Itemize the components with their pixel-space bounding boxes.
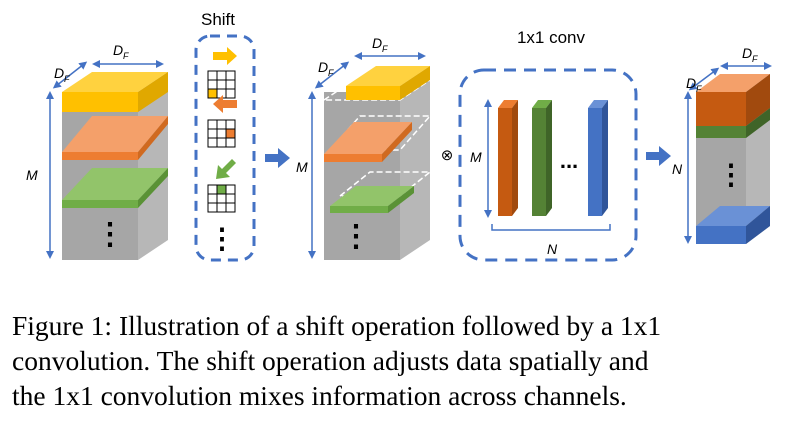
shifted-green-side bbox=[388, 186, 414, 213]
green-slab-side bbox=[138, 168, 168, 208]
shifted-yellow-front bbox=[346, 86, 400, 100]
input-dots: ⋮ bbox=[95, 218, 125, 251]
svg-text:F: F bbox=[696, 84, 702, 94]
input-top-label: D F bbox=[113, 42, 129, 61]
output-blue-top bbox=[696, 206, 770, 226]
output-blue-front bbox=[696, 226, 746, 244]
shifted-orange-front bbox=[324, 154, 382, 162]
output-green-side bbox=[746, 108, 770, 138]
caption-line-2: convolution. The shift operation adjusts… bbox=[12, 345, 649, 376]
filter-2-side bbox=[546, 100, 552, 216]
right-arrow-icon bbox=[213, 47, 237, 65]
input-depth-label: M bbox=[26, 167, 38, 183]
output-top-label: D F bbox=[742, 45, 758, 64]
shifted-yellow-top bbox=[346, 66, 430, 86]
flow-arrow-1 bbox=[265, 148, 290, 168]
svg-text:D: D bbox=[372, 35, 382, 51]
orange-slab-front bbox=[62, 152, 138, 160]
yellow-slab-side bbox=[138, 72, 168, 112]
shifted-side-label: D F bbox=[318, 59, 334, 78]
svg-text:F: F bbox=[123, 51, 129, 61]
svg-text:F: F bbox=[64, 74, 70, 84]
conv-count-label: N bbox=[547, 241, 558, 257]
filter-1-side bbox=[512, 100, 518, 216]
output-dots: ⋮ bbox=[717, 159, 745, 190]
input-side-arrow bbox=[52, 61, 88, 89]
input-side-label: D F bbox=[54, 65, 70, 84]
shift-grid-3 bbox=[207, 184, 236, 213]
green-slab-front bbox=[62, 200, 138, 208]
output-depth-label: N bbox=[672, 161, 683, 177]
left-arrow-icon bbox=[213, 95, 237, 113]
shift-title: Shift bbox=[201, 10, 235, 29]
svg-text:F: F bbox=[328, 68, 334, 78]
shifted-yellow-side bbox=[400, 66, 430, 100]
svg-text:D: D bbox=[742, 45, 752, 61]
output-tensor: ⋮ N D F D F bbox=[672, 45, 772, 244]
otimes-symbol: ⊗ bbox=[441, 147, 454, 164]
conv-title: 1x1 conv bbox=[517, 28, 586, 47]
shifted-depth-label: M bbox=[296, 159, 308, 175]
caption-line-3: the 1x1 convolution mixes information ac… bbox=[12, 380, 627, 411]
svg-text:D: D bbox=[113, 42, 123, 58]
figure-caption: Figure 1: Illustration of a shift operat… bbox=[12, 308, 792, 413]
output-orange-front bbox=[696, 92, 746, 126]
shift-grid-2 bbox=[207, 119, 236, 148]
output-green-front bbox=[696, 126, 746, 138]
filter-2-top bbox=[532, 100, 552, 108]
shift-dots: ⋮ bbox=[208, 223, 236, 254]
shifted-orange-top bbox=[324, 122, 412, 154]
conv-count-bracket bbox=[491, 224, 611, 231]
filter-1-top bbox=[498, 100, 518, 108]
shifted-green-top bbox=[330, 186, 414, 206]
svg-text:F: F bbox=[752, 54, 758, 64]
svg-text:F: F bbox=[382, 44, 388, 54]
input-tensor: ⋮ M D F D F bbox=[26, 42, 168, 260]
conv-dashed-box bbox=[458, 68, 638, 262]
orange-slab-side bbox=[138, 116, 168, 160]
orange-slab-top bbox=[62, 116, 168, 152]
conv-height-label: M bbox=[470, 149, 482, 165]
filter-n-top bbox=[588, 100, 608, 108]
shift-grid-1 bbox=[207, 70, 236, 99]
flow-arrow-2 bbox=[646, 146, 671, 166]
shift-panel: Shift ⋮ bbox=[194, 10, 256, 262]
filter-n-front bbox=[588, 108, 602, 216]
green-slab-top bbox=[62, 168, 168, 200]
shifted-side-arrow bbox=[314, 61, 350, 89]
shifted-dots: ⋮ bbox=[341, 220, 371, 253]
filter-2-front bbox=[532, 108, 546, 216]
output-orange-side bbox=[746, 74, 770, 126]
filter-n-side bbox=[602, 100, 608, 216]
caption-line-1: Figure 1: Illustration of a shift operat… bbox=[12, 310, 662, 341]
svg-text:D: D bbox=[686, 75, 696, 91]
filter-1-front bbox=[498, 108, 512, 216]
shifted-tensor: ⋮ M D F D F bbox=[296, 35, 433, 260]
shifted-tensor-side bbox=[400, 72, 430, 260]
shifted-green-front bbox=[330, 206, 388, 213]
conv-dots: ... bbox=[560, 148, 578, 173]
svg-text:D: D bbox=[318, 59, 328, 75]
diagram: ⋮ M D F D F Shift bbox=[26, 10, 772, 262]
output-side-label: D F bbox=[686, 75, 702, 94]
conv-panel: 1x1 conv ... M N bbox=[458, 28, 638, 262]
yellow-slab-front bbox=[62, 92, 138, 112]
yellow-slab-top bbox=[62, 72, 168, 92]
svg-text:D: D bbox=[54, 65, 64, 81]
shifted-top-label: D F bbox=[372, 35, 388, 54]
output-side-arrow bbox=[688, 67, 720, 91]
shifted-orange-side bbox=[382, 122, 412, 162]
output-blue-side bbox=[746, 206, 770, 244]
diagonal-arrow-icon bbox=[216, 159, 236, 179]
